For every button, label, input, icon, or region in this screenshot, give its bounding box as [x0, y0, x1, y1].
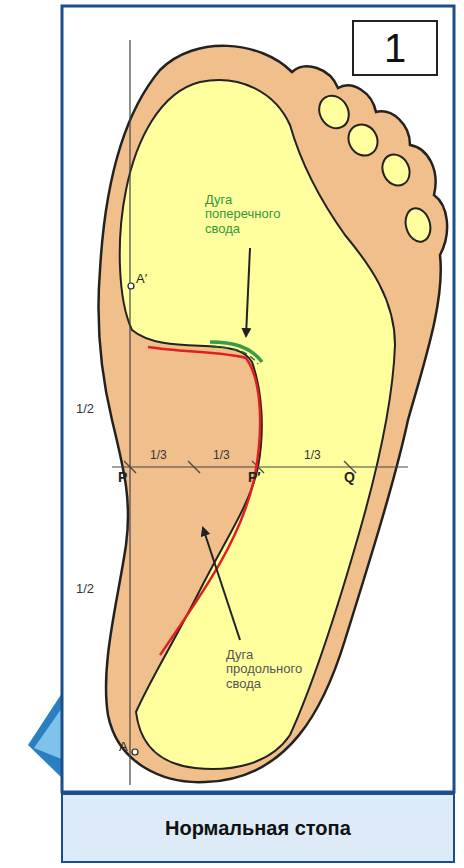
number-box: 1: [352, 20, 438, 76]
proportion-label: 1/2: [76, 402, 94, 416]
proportion-label: 1/2: [76, 582, 94, 596]
leader-arrow: [246, 248, 250, 336]
reference-line: [112, 466, 408, 467]
toe: [313, 90, 354, 133]
caption: Нормальная стопа: [165, 817, 351, 839]
leader-arrow: [203, 528, 240, 640]
proportion-label: 1/3: [304, 449, 321, 462]
decor-wedge: [34, 705, 64, 760]
point-label: A: [119, 740, 128, 754]
point-label: A′: [136, 272, 147, 286]
arc-label: Дуга поперечного свода: [205, 193, 285, 236]
figure-number: 1: [384, 26, 406, 71]
longitudinal-arc: [148, 347, 260, 655]
proportion-label: 1/3: [213, 449, 230, 462]
foot-outline: [99, 46, 448, 782]
point-label: Q: [344, 470, 355, 485]
reference-line: [129, 40, 130, 785]
arc-label: Дуга продольного свода: [226, 648, 316, 691]
toe: [377, 150, 414, 190]
caption-bar: [62, 794, 454, 862]
toe: [343, 119, 383, 161]
toe: [402, 205, 434, 244]
point-label: P: [118, 470, 127, 485]
decor-wedge: [28, 690, 64, 780]
footprint: [120, 80, 395, 769]
proportion-label: 1/3: [150, 449, 167, 462]
point-label: P′: [248, 470, 261, 485]
frame: [62, 6, 454, 792]
